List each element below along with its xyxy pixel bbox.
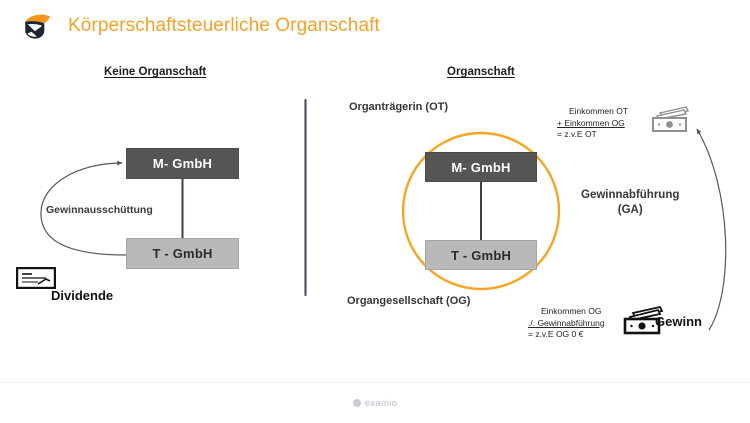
profit-label: Gewinn (655, 314, 702, 329)
organgesellschaft-label: Organgesellschaft (OG) (347, 295, 471, 307)
left-parent-company-box[interactable]: M- GmbH (126, 148, 239, 179)
page-footer: examio (0, 382, 750, 423)
diagram-vector-layer (40, 98, 727, 331)
dividend-label: Dividende (51, 288, 114, 303)
income-calculation-og: Einkommen OG ./. Gewinnabführung = z.v.E… (528, 306, 605, 341)
profit-transfer-label: Gewinnabführung (GA) (581, 188, 679, 218)
calc-og-line3: = z.v.E OG 0 € (528, 329, 584, 339)
profit-transfer-arrow (696, 128, 727, 331)
examio-logo-icon (20, 9, 54, 43)
profit-transfer-label-line2: (GA) (617, 204, 643, 216)
organtraegerin-label: Organträgerin (OT) (349, 101, 449, 113)
copyright-text: examio (364, 397, 398, 409)
calc-ot-line1: Einkommen OT (569, 106, 629, 116)
calc-ot-line2: + Einkommen OG (557, 117, 625, 128)
app-header: Körperschaftsteuerliche Organschaft (0, 0, 750, 53)
copyright-icon (352, 399, 361, 407)
calc-og-line2: ./. Gewinnabführung (528, 317, 605, 328)
profit-transfer-label-line1: Gewinnabführung (581, 189, 680, 201)
copyright-notice: examio (352, 397, 398, 409)
profit-distribution-label: Gewinnausschüttung (46, 204, 153, 216)
left-distribution-arrow (40, 160, 127, 256)
banknote-gray-icon (650, 106, 692, 134)
calc-ot-line3: = z.v.E OT (557, 129, 597, 139)
income-calculation-ot: Einkommen OT + Einkommen OG = z.v.E OT (557, 106, 628, 141)
right-parent-company-box[interactable]: M- GmbH (425, 152, 537, 182)
diagram-canvas: Keine Organschaft M- GmbH T - GmbH Gewin… (0, 52, 750, 382)
calc-og-line1: Einkommen OG (541, 306, 602, 316)
left-panel-heading: Keine Organschaft (104, 66, 207, 78)
left-subsidiary-company-box[interactable]: T - GmbH (126, 238, 239, 269)
right-subsidiary-company-box[interactable]: T - GmbH (425, 240, 537, 270)
banknote-icon (622, 305, 666, 336)
page-title: Körperschaftsteuerliche Organschaft (68, 15, 380, 36)
organschaft-highlight-circle (401, 131, 561, 291)
right-panel-heading: Organschaft (447, 66, 515, 78)
cheque-icon (15, 266, 57, 290)
